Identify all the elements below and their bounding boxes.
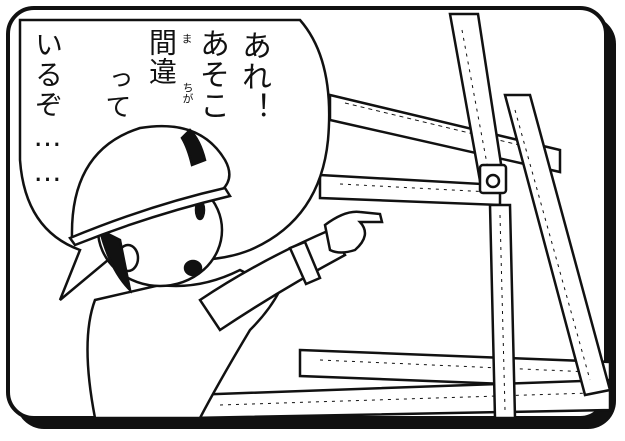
furigana-ma: ま xyxy=(180,33,193,44)
furigana-chiga: ちが xyxy=(181,82,194,104)
speech-line-4: って xyxy=(101,66,131,120)
speech-line-3: 間違 xyxy=(145,28,178,86)
steel-frame xyxy=(188,12,612,420)
speech-line-5: いるぞ…… xyxy=(31,30,64,190)
helmet-icon xyxy=(68,124,232,247)
speech-line-2: あそこ xyxy=(194,28,229,121)
sleeve-cuff xyxy=(288,240,322,286)
speech-line-1: あれ！ xyxy=(236,30,271,123)
